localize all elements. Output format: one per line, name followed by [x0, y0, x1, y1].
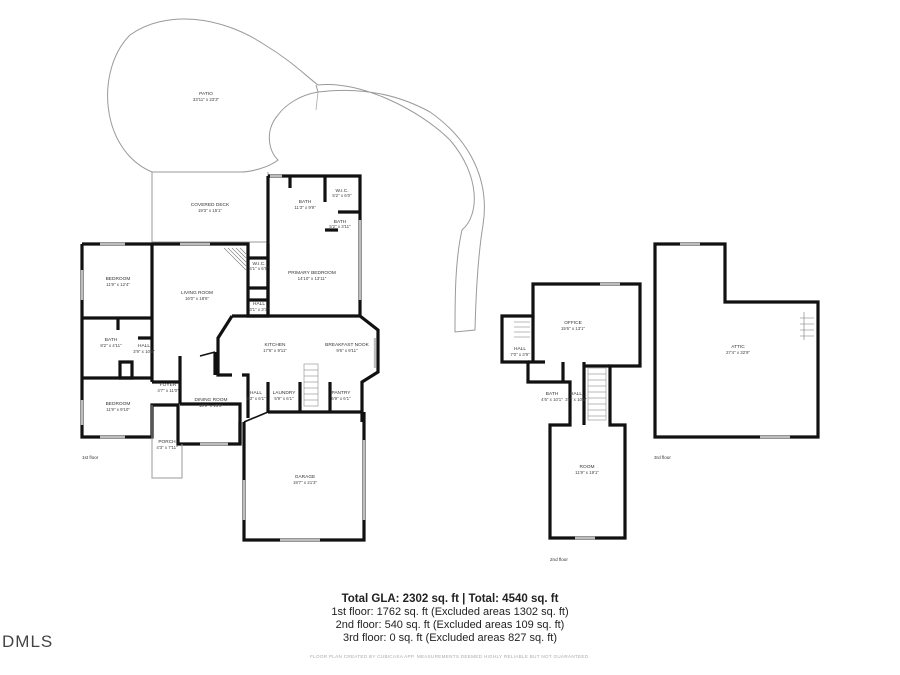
breakfast-nook-name: BREAKFAST NOOK: [325, 342, 369, 348]
third-floor-plan: [653, 242, 820, 439]
second-floor-plan: [500, 282, 642, 540]
attic-name: ATTIC: [731, 344, 745, 350]
wic-primary-dims: 5'2" x 6'0": [332, 193, 352, 198]
second-floor-labels: OFFICE 15'6" x 13'1" HALL 7'0" x 3'9" BA…: [510, 320, 599, 562]
total-area: Total GLA: 2302 sq. ft | Total: 4540 sq.…: [341, 593, 559, 605]
patio-dims: 33'11" x 23'3": [193, 97, 220, 102]
garage-dims: 19'7" x 21'3": [293, 480, 318, 485]
hall-small-dims: 3'1" x 3'3": [249, 307, 269, 312]
dining-room-name: DINING ROOM: [194, 397, 227, 403]
bath-primary-dims: 11'3" x 9'9": [294, 205, 316, 210]
room-name: ROOM: [580, 464, 595, 470]
hall-a-name: HALL: [514, 346, 526, 352]
laundry-dims: 5'9" x 6'1": [274, 396, 294, 401]
second-floor-stairs: [514, 321, 607, 421]
covered-deck-name: COVERED DECK: [191, 202, 230, 208]
third-floor-labels: ATTIC 27'4" x 32'9" 3rd floor: [654, 344, 750, 460]
first-floor-plan: [80, 18, 485, 542]
pantry-dims: 6'9" x 6'1": [331, 396, 351, 401]
dining-room-dims: 10'9" x 15'5": [199, 403, 224, 408]
primary-bedroom-name: PRIMARY BEDROOM: [288, 270, 336, 276]
attic-dims: 27'4" x 32'9": [726, 350, 751, 355]
hall-left-dims: 3'9" x 10'0": [133, 349, 155, 354]
second-floor-area: 2nd floor: 540 sq. ft (Excluded areas 10…: [335, 619, 565, 631]
hall-left-name: HALL: [138, 343, 150, 349]
living-room-dims: 16'0" x 18'6": [185, 296, 210, 301]
bedroom-bottom-dims: 11'9" x 9'10": [106, 407, 130, 412]
bath-primary-name: BATH: [299, 199, 312, 205]
first-floor-area: 1st floor: 1762 sq. ft (Excluded areas 1…: [331, 606, 569, 618]
patio-name: PATIO: [199, 91, 213, 97]
first-floor-label: 1st floor: [82, 455, 99, 460]
pantry-name: PANTRY: [331, 390, 351, 396]
wic-small-dims: 4'1" x 6'5": [249, 266, 269, 271]
living-room-name: LIVING ROOM: [181, 290, 213, 296]
bath-left-name: BATH: [105, 337, 118, 343]
third-floor-label: 3rd floor: [654, 455, 671, 460]
hall-b-dims: 3'7" x 10'0": [565, 397, 587, 402]
wic-small-name: W.I.C.: [252, 261, 265, 267]
kitchen-dims: 17'6" x 9'11": [263, 348, 287, 353]
hall-a-dims: 7'0" x 3'9": [510, 352, 530, 357]
primary-bedroom-dims: 14'10" x 13'11": [298, 276, 327, 281]
office-name: OFFICE: [564, 320, 582, 326]
porch-outline: [151, 405, 183, 479]
bath-small-name: BATH: [334, 219, 347, 225]
bedroom-top-dims: 11'9" x 12'4": [106, 282, 130, 287]
mls-logo: DMLS: [2, 632, 54, 651]
breakfast-nook-dims: 9'6" x 9'11": [336, 348, 358, 353]
garage-name: GARAGE: [295, 474, 316, 480]
hall-mid-name: HALL: [250, 390, 262, 396]
wic-primary-name: W.I.C.: [335, 188, 348, 194]
hall-b-name: HALL: [570, 391, 582, 397]
patio-outline: [107, 18, 485, 333]
third-floor-stairs: [800, 312, 814, 340]
bath-small-dims: 5'2" x 3'11": [329, 224, 351, 229]
office-dims: 15'6" x 13'1": [561, 326, 586, 331]
covered-deck-dims: 19'3" x 15'1": [198, 208, 223, 213]
third-floor-area: 3rd floor: 0 sq. ft (Excluded areas 827 …: [343, 632, 557, 644]
hall-small-name: HALL: [253, 301, 265, 307]
laundry-name: LAUNDRY: [273, 390, 297, 396]
bath-dims: 4'6" x 10'1": [541, 397, 563, 402]
hall-mid-dims: 3'3" x 6'1": [246, 396, 266, 401]
kitchen-name: KITCHEN: [264, 342, 286, 348]
porch-dims: 4'3" x 7'11": [156, 445, 178, 450]
area-summary: Total GLA: 2302 sq. ft | Total: 4540 sq.…: [0, 592, 900, 645]
disclaimer: FLOOR PLAN CREATED BY CUBICASA APP. MEAS…: [310, 654, 590, 659]
bath-left-dims: 8'2" x 4'11": [100, 343, 122, 348]
bedroom-bottom-name: BEDROOM: [106, 401, 131, 407]
foyer-dims: 4'7" x 11'0": [157, 388, 179, 393]
foyer-name: FOYER: [160, 382, 177, 388]
second-floor-label: 2nd floor: [550, 557, 568, 562]
first-floor-labels: PATIO 33'11" x 23'3" COVERED DECK 19'3" …: [82, 91, 370, 485]
porch-name: PORCH: [158, 439, 176, 445]
bedroom-top-name: BEDROOM: [106, 276, 131, 282]
first-floor-stairs: [223, 247, 319, 407]
room-dims: 11'9" x 19'1": [575, 470, 599, 475]
bath-name: BATH: [546, 391, 559, 397]
